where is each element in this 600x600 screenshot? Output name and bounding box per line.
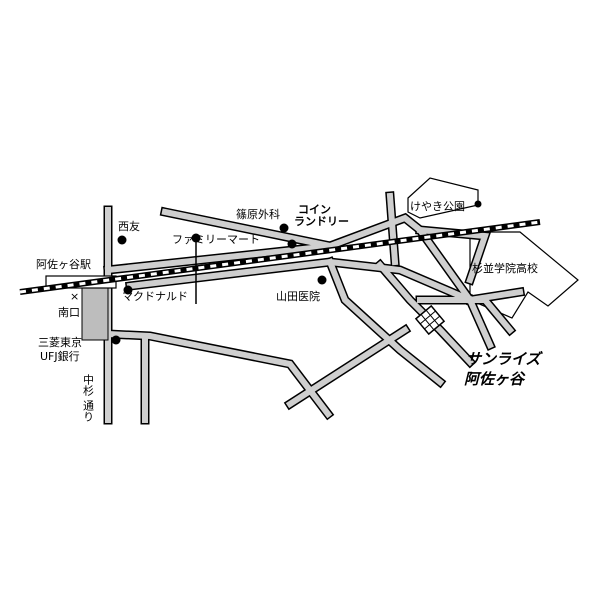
yamada-label: 山田医院 xyxy=(276,289,320,303)
familymart-marker xyxy=(191,233,201,243)
nakasugi-street-label: 中杉 通り xyxy=(82,374,95,422)
familymart-label: ファミリーマート xyxy=(172,233,260,246)
coin-laundry-label-2: ランドリー xyxy=(294,215,349,228)
keyaki-park-label: けやき公園 xyxy=(410,200,465,213)
suginami-school-label: 杉並学院高校 xyxy=(472,261,538,275)
shinohara-marker xyxy=(279,223,289,233)
svg-text:通り: 通り xyxy=(82,400,95,422)
svg-text:中杉: 中杉 xyxy=(82,374,95,397)
shinohara-label: 篠原外科 xyxy=(236,207,280,221)
park-marker xyxy=(474,200,482,208)
coin-laundry-marker xyxy=(287,239,297,249)
station-label: 阿佐ヶ谷駅 xyxy=(36,257,91,271)
railway-line xyxy=(19,219,541,295)
seiyu-marker xyxy=(117,235,127,245)
seiyu-label: 西友 xyxy=(118,219,140,233)
mcdonalds-marker xyxy=(123,285,133,295)
destination-label-1: サンライズ xyxy=(466,350,544,368)
station-platform xyxy=(81,283,109,341)
ufj-label-1: 三菱東京 xyxy=(38,335,82,349)
south-exit-label: 南口 xyxy=(58,306,80,319)
coin-laundry-label-1: コイン xyxy=(298,203,331,216)
destination-label-2: 阿佐ヶ谷 xyxy=(464,370,526,388)
exit-mark: × xyxy=(70,290,79,303)
building-icon xyxy=(414,304,446,336)
mcdonalds-label: マクドナルド xyxy=(122,290,188,303)
ufj-label-2: UFJ銀行 xyxy=(40,349,80,363)
ufj-marker xyxy=(111,335,121,345)
yamada-marker xyxy=(317,275,327,285)
